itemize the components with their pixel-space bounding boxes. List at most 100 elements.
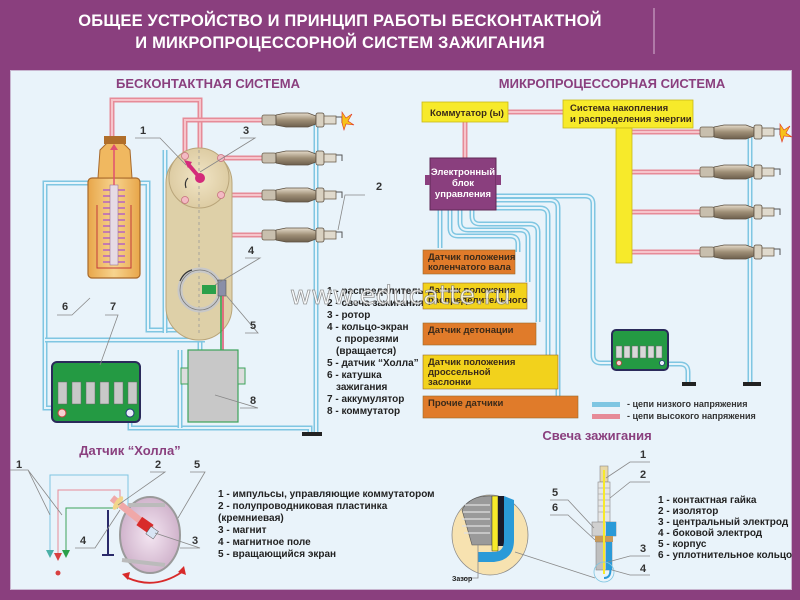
ground-symbol <box>302 432 322 436</box>
sensor-label: коленчатого вала <box>428 262 512 273</box>
svg-text:5 - корпус: 5 - корпус <box>658 539 707 550</box>
ground-symbol <box>682 382 696 386</box>
svg-text:2: 2 <box>155 459 161 471</box>
svg-text:6: 6 <box>552 502 558 514</box>
sensor-box: Датчик детонации <box>422 322 537 346</box>
svg-text:Электронный: Электронный <box>431 167 495 178</box>
svg-text:3 - магнит: 3 - магнит <box>218 525 267 536</box>
svg-text:6 - катушка: 6 - катушка <box>327 370 382 381</box>
ground-symbol <box>743 382 761 386</box>
battery-minus-terminal <box>125 408 135 418</box>
svg-text:4 - боковой электрод: 4 - боковой электрод <box>658 527 763 539</box>
microprocessor-system-title: МИКРОПРОЦЕССОРНАЯ СИСТЕМА <box>499 76 726 91</box>
svg-text:1: 1 <box>640 449 646 461</box>
micro-spark-plugs <box>699 123 793 260</box>
energy-storage-system: Система накопления и распределения энерг… <box>562 99 694 264</box>
hall-sensor-title: Датчик “Холла” <box>79 443 180 458</box>
watermark: www.educatte.ru <box>290 281 511 311</box>
svg-text:2: 2 <box>640 469 646 481</box>
spark-plug-detail: Зазор 1 2 3 4 5 <box>451 449 650 583</box>
header-bar: ОБЩЕЕ УСТРОЙСТВО И ПРИНЦИП РАБОТЫ БЕСКОН… <box>0 0 800 68</box>
page-title: ОБЩЕЕ УСТРОЙСТВО И ПРИНЦИП РАБОТЫ БЕСКОН… <box>78 12 602 52</box>
svg-text:4: 4 <box>80 535 87 547</box>
gap-label: Зазор <box>452 576 472 583</box>
svg-text:4: 4 <box>640 563 647 575</box>
micro-low-voltage-wiring <box>437 130 753 396</box>
svg-text:2 - полупроводниковая пластинк: 2 - полупроводниковая пластинка <box>218 501 388 512</box>
spark-plug-title: Свеча зажигания <box>542 428 651 443</box>
micro-battery <box>611 329 669 371</box>
svg-text:2 - свеча зажигания: 2 - свеча зажигания <box>327 298 424 309</box>
battery <box>51 361 141 423</box>
svg-text:2 - изолятор: 2 - изолятор <box>658 506 718 517</box>
ecu-block: Электронный блок управления <box>425 157 501 211</box>
svg-text:3 - центральный электрод: 3 - центральный электрод <box>658 517 789 528</box>
contactless-legend: 1 - распределитель 2 - свеча зажигания 3… <box>327 286 424 417</box>
svg-text:1: 1 <box>16 459 22 471</box>
svg-text:Коммутатор (ы): Коммутатор (ы) <box>430 108 504 119</box>
sensor-label: Датчик положения <box>428 357 515 368</box>
svg-text:2: 2 <box>376 181 382 193</box>
svg-text:блок: блок <box>452 178 474 189</box>
svg-text:5 - датчик “Холла”: 5 - датчик “Холла” <box>327 358 419 369</box>
svg-text:3: 3 <box>640 543 646 555</box>
svg-text:3: 3 <box>192 535 198 547</box>
wire-legend: - цепи низкого напряжения - цепи высоког… <box>592 399 756 421</box>
spark-icon <box>779 123 793 144</box>
svg-text:7 - аккумулятор: 7 - аккумулятор <box>327 394 404 405</box>
svg-text:4 - кольцо-экран: 4 - кольцо-экран <box>327 322 409 333</box>
contactless-callouts: 1 2 3 4 5 6 7 8 <box>57 125 382 409</box>
svg-text:с прорезями: с прорезями <box>336 334 399 345</box>
sensor-label: Датчик детонации <box>428 325 514 336</box>
svg-text:3 - ротор: 3 - ротор <box>327 310 370 321</box>
svg-text:1: 1 <box>140 125 146 137</box>
spark-plug-cutaway <box>591 465 617 583</box>
svg-text:3: 3 <box>243 125 249 137</box>
contactless-system-title: БЕСКОНТАКТНАЯ СИСТЕМА <box>116 76 301 91</box>
battery-plus-terminal <box>57 408 67 418</box>
sensor-label: Прочие датчики <box>428 398 504 409</box>
high-voltage-swatch <box>592 414 620 419</box>
svg-text:(вращается): (вращается) <box>336 346 396 357</box>
sensor-label: заслонки <box>428 377 471 388</box>
sensor-box: Прочие датчики <box>422 395 579 419</box>
svg-text:6 - уплотнительное кольцо: 6 - уплотнительное кольцо <box>658 550 792 561</box>
ignition-coil <box>87 136 141 279</box>
hall-sensor-legend: 1 - импульсы, управляющие коммутатором 2… <box>218 489 435 560</box>
svg-text:8 - коммутатор: 8 - коммутатор <box>327 406 400 417</box>
svg-text:7: 7 <box>110 301 116 313</box>
svg-text:6: 6 <box>62 301 68 313</box>
svg-text:5: 5 <box>250 320 256 332</box>
svg-text:1 - распределитель: 1 - распределитель <box>327 286 424 297</box>
spark-plug-legend: 1 - контактная гайка 2 - изолятор 3 - це… <box>658 495 792 561</box>
svg-text:управления: управления <box>435 189 491 200</box>
commutator-module <box>180 349 246 423</box>
svg-text:4 - магнитное поле: 4 - магнитное поле <box>218 537 311 548</box>
svg-text:(кремниевая): (кремниевая) <box>218 513 284 524</box>
svg-text:1 - импульсы, управляющие комм: 1 - импульсы, управляющие коммутатором <box>218 489 435 500</box>
header-divider <box>653 8 655 54</box>
svg-text:5: 5 <box>194 459 200 471</box>
svg-text:зажигания: зажигания <box>336 382 388 393</box>
svg-text:и распределения энергии: и распределения энергии <box>570 114 692 125</box>
svg-text:8: 8 <box>250 395 256 407</box>
svg-text:5: 5 <box>552 487 558 499</box>
svg-text:1 - контактная гайка: 1 - контактная гайка <box>658 495 757 506</box>
svg-text:5 - вращающийся экран: 5 - вращающийся экран <box>218 549 336 560</box>
sensor-label: Датчик положения <box>428 252 515 263</box>
micro-high-voltage-wiring <box>462 109 700 255</box>
distributor <box>165 147 233 355</box>
sensor-label: распределительного <box>428 295 528 306</box>
sensor-label: Датчик положения <box>428 285 515 296</box>
sensor-label: дроссельной <box>428 367 491 378</box>
high-voltage-label: - цепи высокого напряжения <box>627 411 756 421</box>
low-voltage-label: - цепи низкого напряжения <box>627 399 747 409</box>
hall-sensor-diagram: 1 2 3 4 5 <box>10 459 206 584</box>
contactless-spark-plugs <box>261 111 355 243</box>
